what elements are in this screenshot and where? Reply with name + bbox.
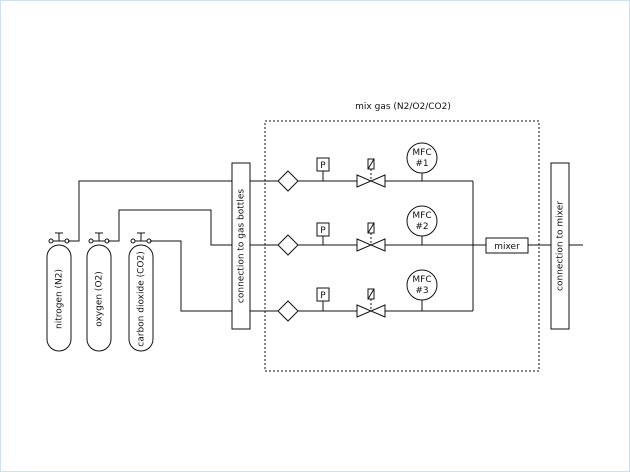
filter-icon — [277, 234, 299, 256]
mix-gas-boundary — [264, 120, 540, 372]
mfc-1-number: #1 — [415, 159, 428, 169]
pipe-carbon-dioxide — [150, 240, 232, 312]
mfc-2-label: MFC — [412, 211, 431, 221]
pressure-label-1: P — [320, 161, 326, 171]
mfc-2-number: #2 — [415, 222, 428, 232]
valve-icon — [356, 174, 373, 188]
filter-icon — [277, 170, 299, 192]
mfc-3-label: MFC — [412, 275, 431, 285]
mfc-1-label: MFC — [412, 148, 431, 158]
valve-icon — [356, 238, 373, 252]
diagram-title: mix gas (N2/O2/CO2) — [355, 102, 451, 112]
bottle-label-nitrogen: nitrogen (N2) — [55, 269, 65, 329]
pressure-label-2: P — [320, 226, 326, 236]
pipe-nitrogen — [68, 180, 232, 242]
bottle-label-carbon-dioxide: carbon dioxide (CO2) — [137, 251, 147, 346]
connection-mixer-label: connection to mixer — [556, 201, 566, 291]
pipe-oxygen — [108, 209, 232, 246]
valve-icon — [356, 304, 373, 318]
gas-bottle-nitrogen: nitrogen (N2) — [46, 232, 72, 352]
connection-to-gas-bottles — [231, 162, 251, 330]
filter-icon — [277, 300, 299, 322]
connection-to-mixer — [550, 162, 570, 330]
mfc-3-number: #3 — [415, 286, 428, 296]
gas-bottle-carbon-dioxide: carbon dioxide (CO2) — [128, 232, 154, 352]
bottle-label-oxygen: oxygen (O2) — [95, 271, 105, 327]
pressure-label-3: P — [320, 291, 326, 301]
connection-bottles-label: connection to gas bottles — [237, 189, 247, 303]
mixer-label: mixer — [494, 242, 520, 252]
gas-bottle-oxygen: oxygen (O2) — [86, 232, 112, 352]
